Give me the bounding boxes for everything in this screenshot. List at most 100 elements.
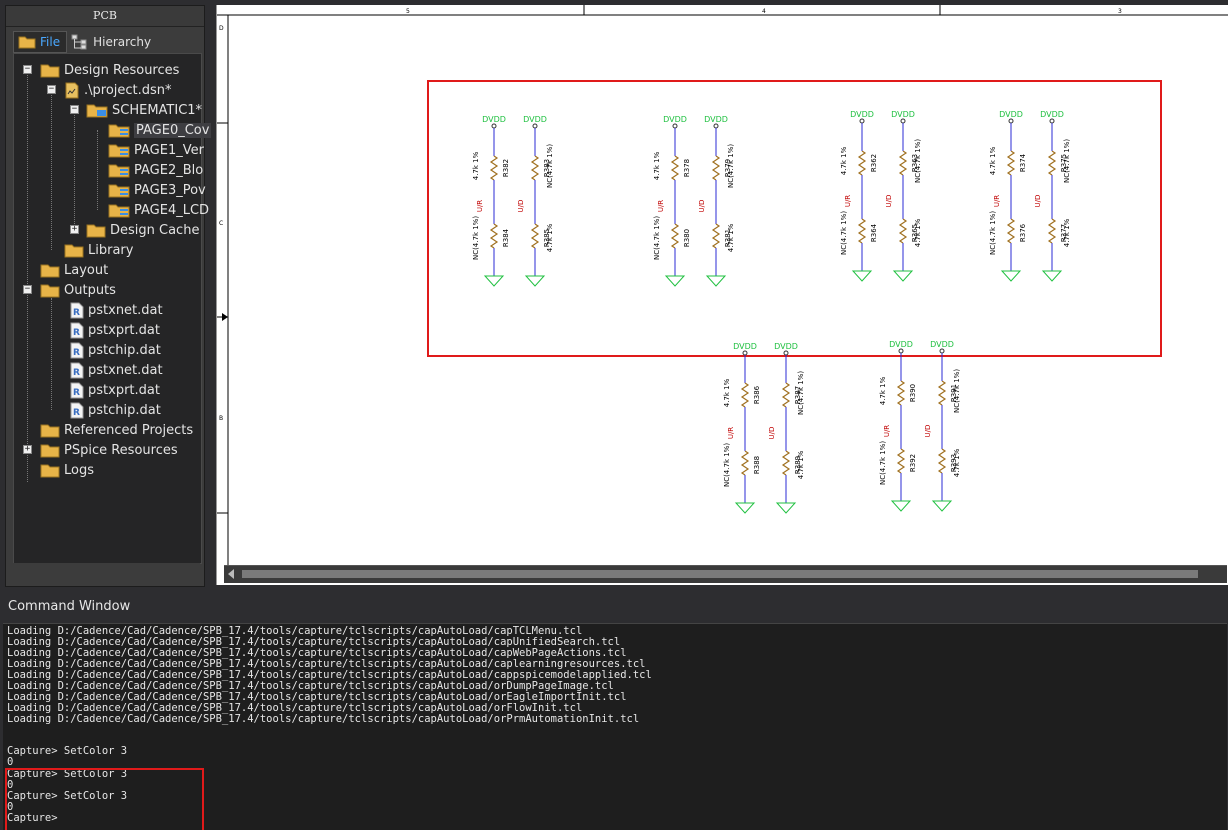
command-line: Capture> SetColor 3 bbox=[7, 745, 128, 757]
resistor-symbol[interactable] bbox=[857, 150, 867, 176]
tab-hierarchy-label: Hierarchy bbox=[93, 35, 152, 49]
power-port[interactable] bbox=[859, 118, 865, 124]
resistor-symbol[interactable] bbox=[898, 218, 908, 244]
tree-item-design-resources[interactable]: Design Resources bbox=[40, 60, 179, 80]
collapse-schematic[interactable]: − bbox=[70, 104, 79, 114]
resistor-symbol[interactable] bbox=[489, 155, 499, 181]
resistor-symbol[interactable] bbox=[1047, 150, 1057, 176]
value-label: 4.7k 1% bbox=[727, 223, 735, 252]
resistor-symbol[interactable] bbox=[781, 450, 791, 476]
tree-item-schematic1[interactable]: SCHEMATIC1* bbox=[86, 100, 202, 120]
resistor-symbol[interactable] bbox=[670, 155, 680, 181]
collapse-project[interactable]: − bbox=[47, 84, 56, 94]
scroll-left-arrow-icon[interactable] bbox=[228, 569, 234, 579]
tree-item-output-file[interactable]: R pstxprt.dat bbox=[70, 320, 160, 340]
scrollbar-thumb[interactable] bbox=[242, 570, 1198, 578]
power-port[interactable] bbox=[898, 348, 904, 354]
resistor-symbol[interactable] bbox=[1006, 218, 1016, 244]
pcb-project-panel: PCB File Hierarchy − Design bbox=[5, 5, 212, 587]
log-line: Loading D:/Cadence/Cad/Cadence/SPB_17.4/… bbox=[7, 647, 627, 659]
expand-design-cache[interactable]: + bbox=[70, 224, 79, 234]
resistor-symbol[interactable] bbox=[937, 448, 947, 474]
value-label: 4.7k 1% bbox=[1063, 218, 1071, 247]
power-port[interactable] bbox=[1049, 118, 1055, 124]
horizontal-scrollbar[interactable] bbox=[224, 565, 1227, 583]
tree-item-output-file[interactable]: R pstxnet.dat bbox=[70, 360, 163, 380]
power-port[interactable] bbox=[491, 123, 497, 129]
power-port[interactable] bbox=[713, 123, 719, 129]
page-icon bbox=[108, 124, 130, 137]
power-port[interactable] bbox=[672, 123, 678, 129]
value-label: 4.7k 1% bbox=[914, 218, 922, 247]
tree-item-page1[interactable]: PAGE1_Ver bbox=[108, 140, 204, 160]
tree-item-pspice-resources[interactable]: PSpice Resources bbox=[40, 440, 178, 460]
tree-item-output-file[interactable]: R pstxnet.dat bbox=[70, 300, 163, 320]
resistor-symbol[interactable] bbox=[937, 380, 947, 406]
resistor-symbol[interactable] bbox=[898, 150, 908, 176]
tree-item-layout[interactable]: Layout bbox=[40, 260, 108, 280]
tab-hierarchy[interactable]: Hierarchy bbox=[67, 31, 157, 53]
resistor-symbol[interactable] bbox=[530, 223, 540, 249]
collapse-design-resources[interactable]: − bbox=[23, 64, 32, 74]
refdes-label: R376 bbox=[1019, 223, 1027, 242]
resistor-symbol[interactable] bbox=[740, 382, 750, 408]
resistor-symbol[interactable] bbox=[711, 155, 721, 181]
value-label: 4.7k 1% bbox=[723, 378, 731, 407]
value-label: NC(4.7k 1%) bbox=[1063, 139, 1071, 183]
resistor-symbol[interactable] bbox=[489, 223, 499, 249]
panel-title: PCB bbox=[6, 6, 204, 27]
resistor-symbol[interactable] bbox=[670, 223, 680, 249]
resistor-symbol[interactable] bbox=[530, 155, 540, 181]
tree-item-output-file[interactable]: R pstchip.dat bbox=[70, 400, 161, 420]
border-label: 3 bbox=[1118, 8, 1122, 15]
resistor-symbol[interactable] bbox=[857, 218, 867, 244]
tree-item-page2[interactable]: PAGE2_Blo bbox=[108, 160, 203, 180]
power-label-dvdd: DVDD bbox=[774, 342, 798, 351]
power-port[interactable] bbox=[939, 348, 945, 354]
tree-item-page0[interactable]: PAGE0_Cov bbox=[108, 120, 212, 140]
tree-item-page3[interactable]: PAGE3_Pov bbox=[108, 180, 206, 200]
power-port[interactable] bbox=[742, 350, 748, 356]
tree-item-output-file[interactable]: R pstxprt.dat bbox=[70, 380, 160, 400]
log-line: Loading D:/Cadence/Cad/Cadence/SPB_17.4/… bbox=[7, 669, 652, 681]
resistor-symbol[interactable] bbox=[1047, 218, 1057, 244]
page-icon bbox=[108, 164, 130, 177]
resistor-symbol[interactable] bbox=[711, 223, 721, 249]
resistor-symbol[interactable] bbox=[740, 450, 750, 476]
collapse-outputs[interactable]: − bbox=[23, 284, 32, 294]
command-result: 0 bbox=[7, 801, 14, 813]
tree-item-page4[interactable]: PAGE4_LCD bbox=[108, 200, 209, 220]
tree-item-output-file[interactable]: R pstchip.dat bbox=[70, 340, 161, 360]
power-port[interactable] bbox=[532, 123, 538, 129]
tree-item-outputs[interactable]: Outputs bbox=[40, 280, 116, 300]
svg-text:R: R bbox=[73, 388, 80, 398]
power-port[interactable] bbox=[1008, 118, 1014, 124]
refdes-label: R362 bbox=[870, 154, 878, 172]
power-label-dvdd: DVDD bbox=[930, 340, 954, 349]
ground-icon bbox=[524, 275, 546, 287]
command-window-output[interactable]: Loading D:/Cadence/Cad/Cadence/SPB_17.4/… bbox=[3, 623, 1227, 830]
resistor-symbol[interactable] bbox=[1006, 150, 1016, 176]
svg-text:R: R bbox=[73, 328, 80, 338]
tree-item-project-dsn[interactable]: .\project.dsn* bbox=[64, 80, 172, 100]
resistor-symbol[interactable] bbox=[896, 448, 906, 474]
tree-item-library[interactable]: Library bbox=[64, 240, 133, 260]
refdes-label: R386 bbox=[753, 385, 761, 404]
tree-item-logs[interactable]: Logs bbox=[40, 460, 94, 480]
tab-file[interactable]: File bbox=[13, 31, 68, 53]
expand-pspice-resources[interactable]: + bbox=[23, 444, 32, 454]
log-line: Loading D:/Cadence/Cad/Cadence/SPB_17.4/… bbox=[7, 658, 646, 670]
tree-item-referenced-projects[interactable]: Referenced Projects bbox=[40, 420, 193, 440]
resistor-symbol[interactable] bbox=[896, 380, 906, 406]
schematic-drawing[interactable]: 5 4 3 D C B DVDDU/RR382R384DVDDU/DR383R3… bbox=[217, 5, 1228, 565]
command-prompt[interactable]: Capture> bbox=[7, 812, 58, 824]
refdes-label: R384 bbox=[502, 228, 510, 247]
power-port[interactable] bbox=[900, 118, 906, 124]
refdes-label: R379 bbox=[724, 159, 732, 177]
tree-item-design-cache[interactable]: Design Cache bbox=[86, 220, 199, 240]
page-icon bbox=[108, 144, 130, 157]
net-label: U/D bbox=[768, 427, 776, 440]
resistor-symbol[interactable] bbox=[781, 382, 791, 408]
power-port[interactable] bbox=[783, 350, 789, 356]
